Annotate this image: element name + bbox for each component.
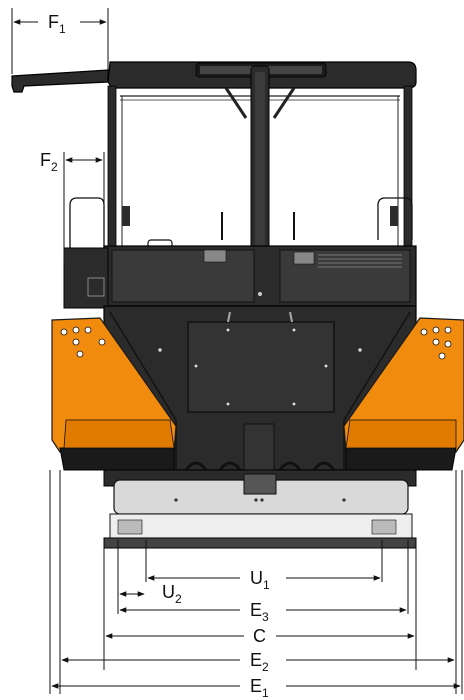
dimension-lines xyxy=(11,8,463,694)
left-hopper-wing xyxy=(51,317,177,471)
dimension-labels: F1 F2 U1 U2 E3 C E2 E1 xyxy=(40,12,270,700)
paver-machine xyxy=(11,61,464,549)
dimension-label-e1: E1 xyxy=(250,676,269,700)
right-hopper-wing xyxy=(343,317,464,471)
screed-unit xyxy=(103,469,417,549)
engine-hood xyxy=(63,245,417,309)
dimension-label-e3: E3 xyxy=(250,600,269,624)
dimension-label-f1: F1 xyxy=(48,12,66,36)
dimension-label-u1: U1 xyxy=(250,568,270,592)
dimension-label-c: C xyxy=(253,626,266,646)
dimension-label-e2: E2 xyxy=(250,650,269,674)
dimension-label-f2: F2 xyxy=(40,150,58,174)
main-body xyxy=(103,305,417,471)
dimension-label-u2: U2 xyxy=(162,582,182,606)
roof-canopy xyxy=(11,61,417,93)
cab-frame xyxy=(69,65,413,287)
